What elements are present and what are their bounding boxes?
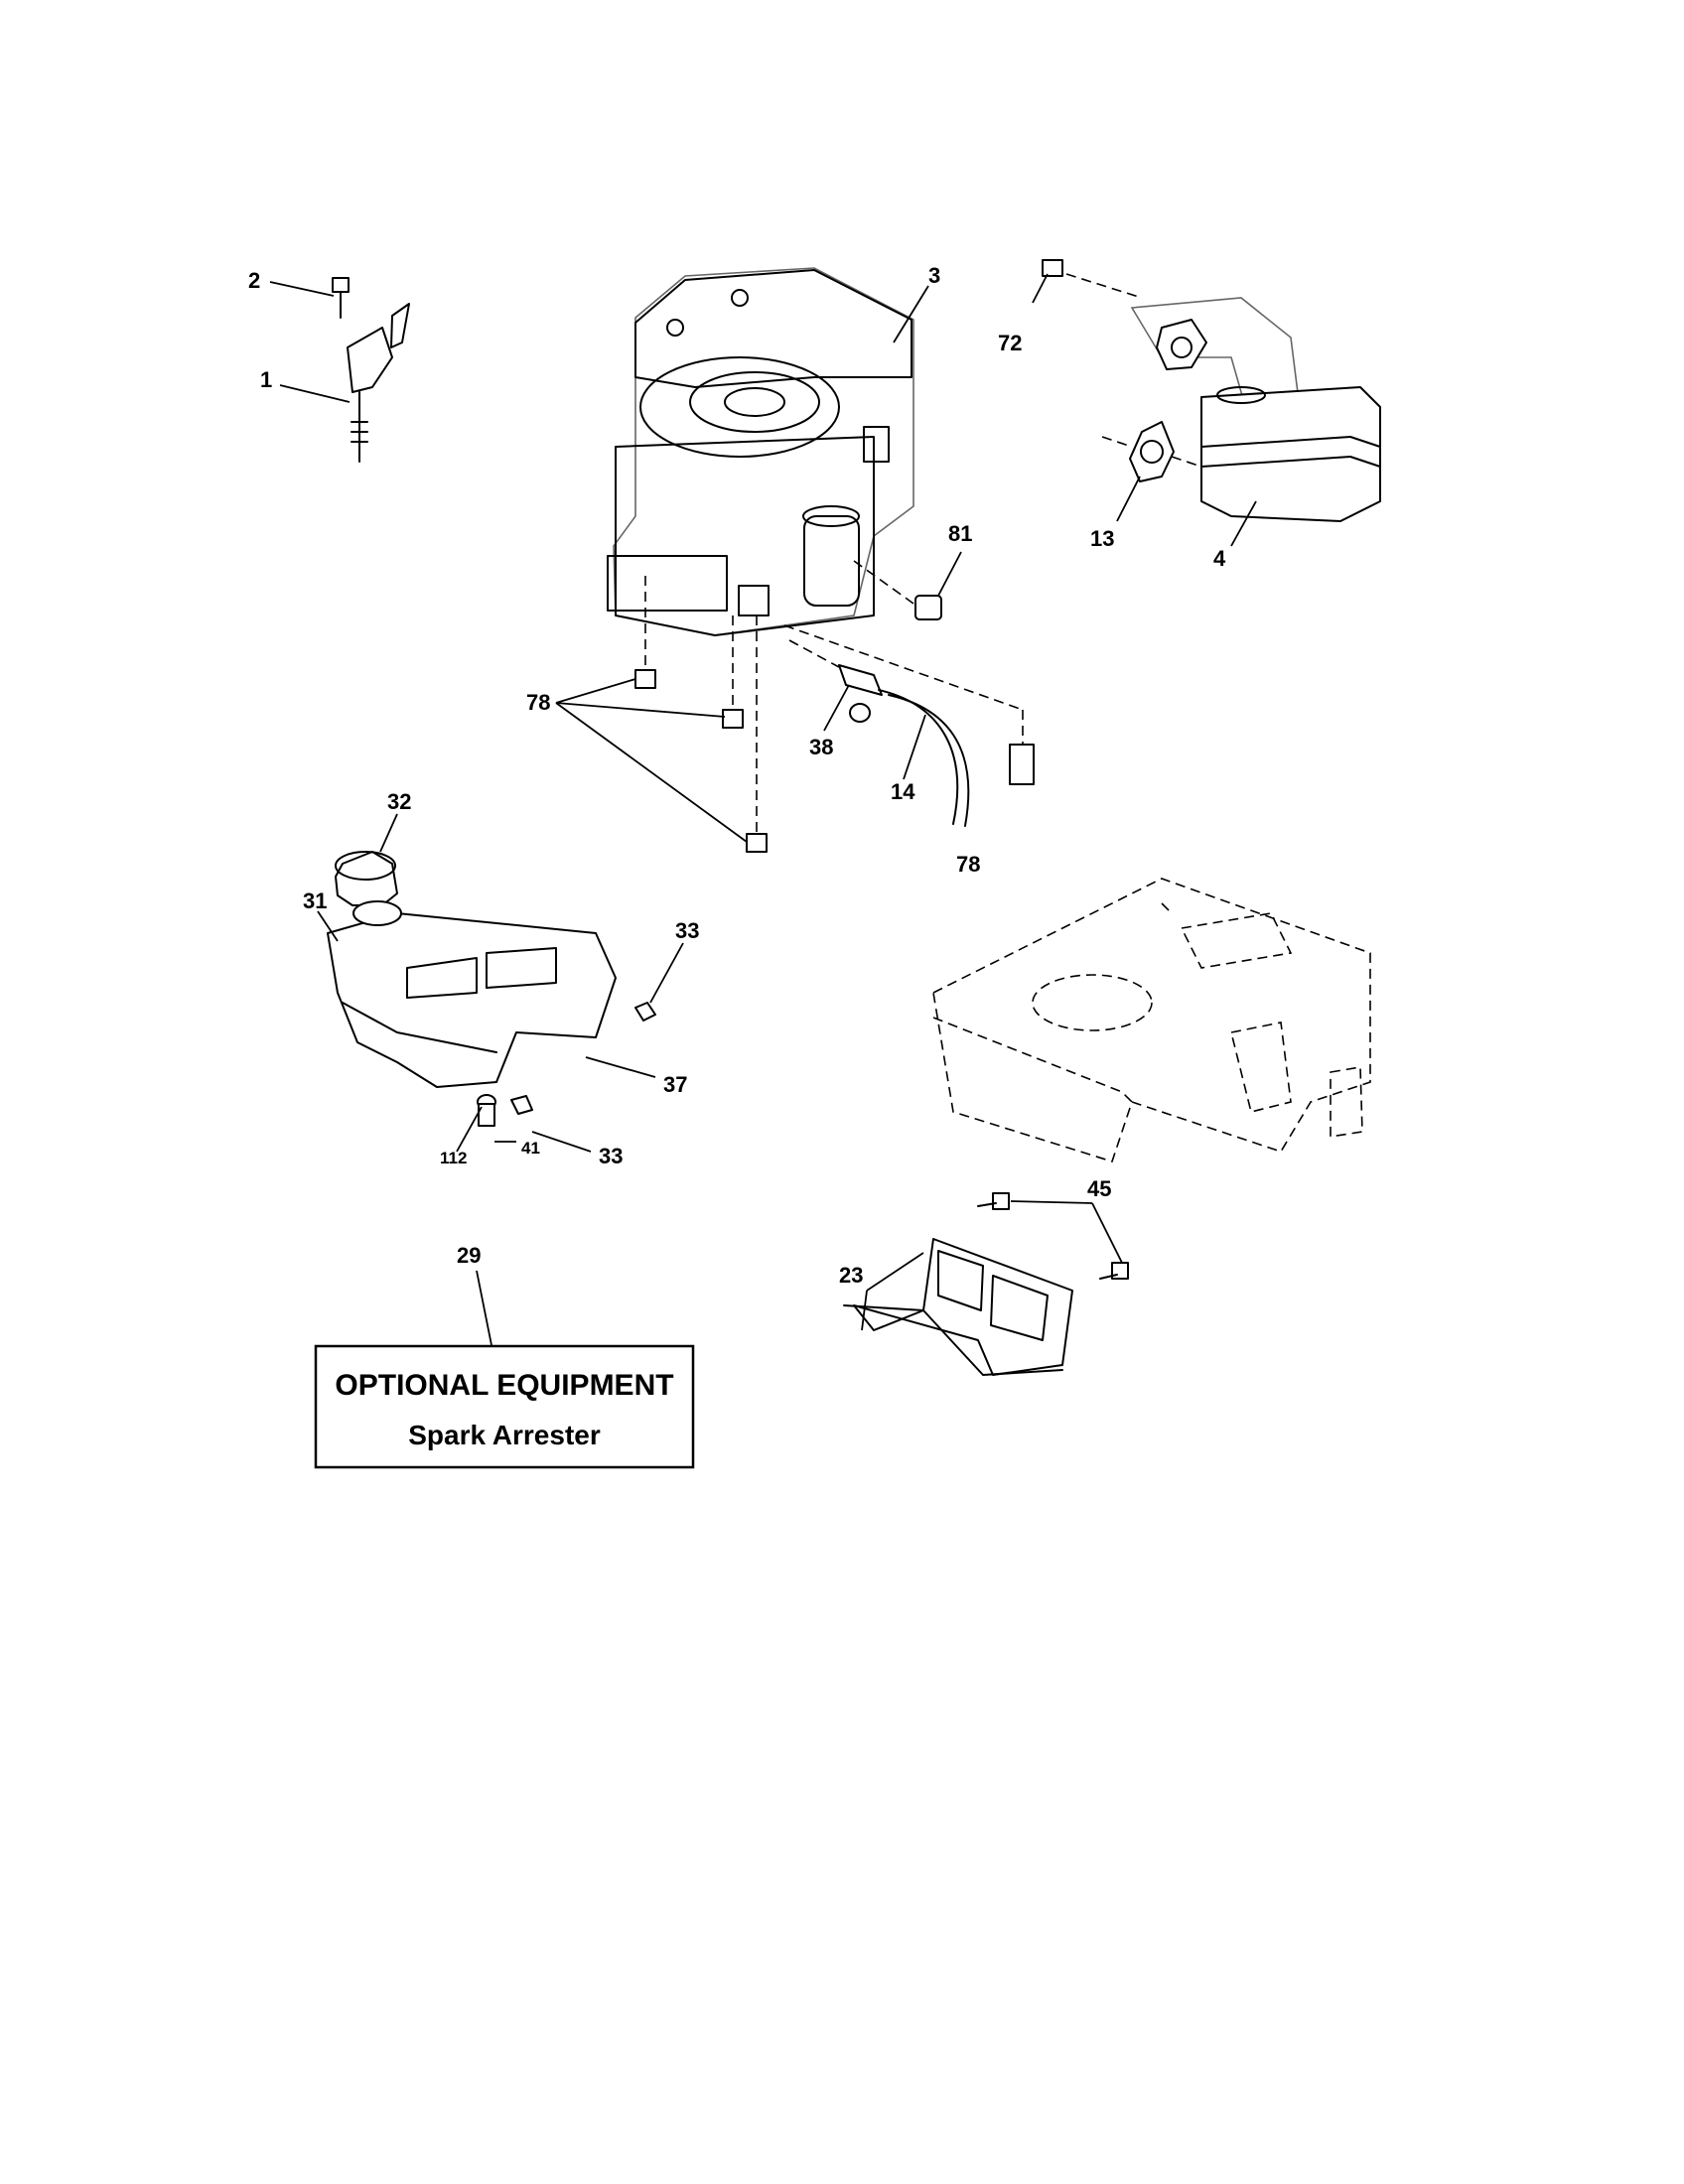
leader-78a-1 bbox=[555, 678, 636, 704]
leader-37 bbox=[585, 1056, 656, 1078]
leader-38 bbox=[823, 684, 850, 732]
leader-78a-3 bbox=[555, 702, 748, 843]
callout-78a: 78 bbox=[526, 690, 550, 715]
chassis-frame bbox=[932, 878, 1371, 1162]
optional-equipment-box bbox=[314, 1344, 695, 1469]
callout-81: 81 bbox=[948, 521, 972, 546]
nut bbox=[853, 560, 942, 620]
callout-29: 29 bbox=[457, 1243, 481, 1268]
callout-32: 32 bbox=[387, 789, 411, 814]
leader-1 bbox=[279, 384, 351, 403]
leader-78a-2 bbox=[555, 702, 726, 718]
callout-13: 13 bbox=[1090, 526, 1114, 551]
callout-14: 14 bbox=[891, 779, 915, 804]
leader-72 bbox=[1032, 273, 1049, 304]
engine bbox=[607, 267, 914, 636]
optional-equipment-title: OPTIONAL EQUIPMENT bbox=[335, 1369, 673, 1402]
muffler-assembly bbox=[1042, 259, 1381, 522]
heat-shield bbox=[843, 1192, 1129, 1376]
leader-45-2 bbox=[1091, 1202, 1123, 1264]
callout-45: 45 bbox=[1087, 1176, 1111, 1201]
callout-33a: 33 bbox=[675, 918, 699, 943]
callout-78b: 78 bbox=[956, 852, 980, 877]
fuel-tank bbox=[327, 851, 656, 1127]
leader-13 bbox=[1116, 476, 1141, 522]
optional-equipment-subtitle: Spark Arrester bbox=[408, 1420, 601, 1450]
callout-2: 2 bbox=[248, 268, 260, 293]
leader-4 bbox=[1230, 500, 1257, 547]
leader-81 bbox=[937, 551, 962, 597]
leader-29 bbox=[476, 1270, 492, 1346]
callout-37: 37 bbox=[663, 1072, 687, 1097]
callout-1: 1 bbox=[260, 367, 272, 392]
callout-31: 31 bbox=[303, 888, 327, 913]
callout-33b: 33 bbox=[599, 1144, 623, 1168]
leader-45-1 bbox=[1010, 1200, 1093, 1204]
fuel-filter-line bbox=[788, 639, 970, 827]
leader-112 bbox=[456, 1106, 483, 1153]
leader-23b bbox=[861, 1290, 868, 1331]
callout-72: 72 bbox=[998, 331, 1022, 355]
callout-3: 3 bbox=[928, 263, 940, 288]
leader-31 bbox=[317, 910, 339, 942]
throttle-bracket bbox=[332, 277, 410, 463]
leader-14 bbox=[903, 714, 926, 780]
callout-112: 112 bbox=[440, 1149, 467, 1167]
leader-32 bbox=[379, 813, 398, 853]
callout-23: 23 bbox=[839, 1263, 863, 1288]
leader-33b bbox=[531, 1131, 592, 1153]
callout-4: 4 bbox=[1213, 546, 1226, 571]
engine-bolts bbox=[634, 576, 1035, 853]
leader-2 bbox=[269, 281, 335, 297]
leader-3 bbox=[893, 285, 929, 343]
callout-38: 38 bbox=[809, 735, 833, 759]
callout-41: 41 bbox=[521, 1139, 540, 1158]
leader-23 bbox=[866, 1252, 924, 1292]
leader-33a bbox=[649, 942, 684, 1004]
